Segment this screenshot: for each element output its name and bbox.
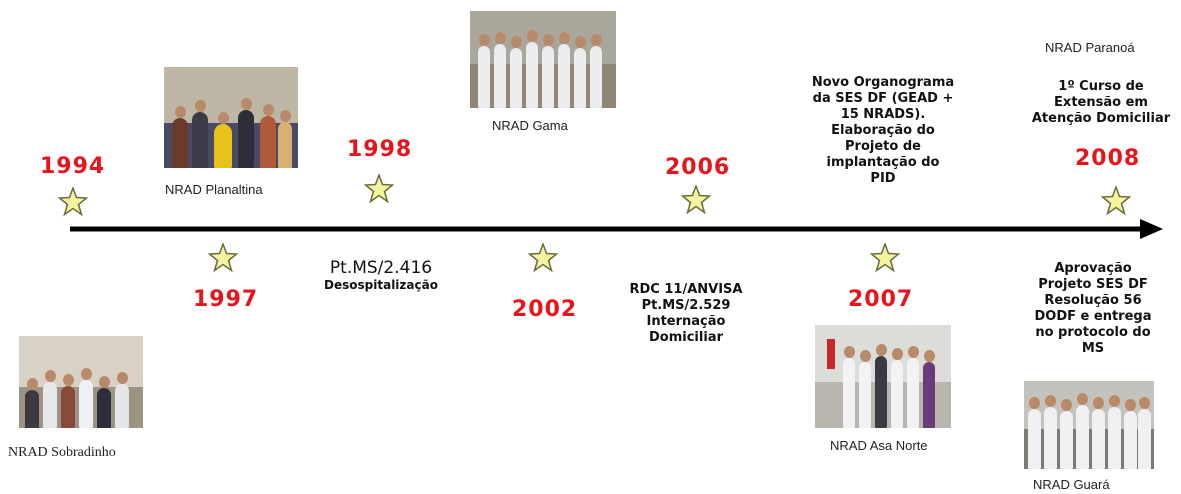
photo-nrad-planaltina: [164, 67, 298, 168]
caption-nrad-asa-norte: NRAD Asa Norte: [830, 438, 928, 453]
star-icon: [681, 185, 711, 215]
star-icon: [208, 243, 238, 273]
photo-nrad-asa-norte: [815, 325, 951, 428]
desc-2008-bottom-line: Resolução 56: [1044, 293, 1142, 308]
desc-2002-line: Internação: [646, 314, 726, 329]
desc-2007-line: da SES DF (GEAD +: [812, 91, 954, 106]
desc-2008-bottom-line: no protocolo do: [1035, 325, 1151, 340]
desc-2007-line: 15 NRADS).: [840, 107, 926, 122]
desc-2008-bottom-line: Aprovação: [1054, 261, 1132, 276]
caption-nrad-guara: NRAD Guará: [1033, 477, 1110, 492]
desc-2007-line: implantação do: [826, 155, 940, 170]
desc-2007-line: Novo Organograma: [811, 75, 955, 90]
star-icon: [364, 174, 394, 204]
year-2008: 2008: [1075, 146, 1141, 171]
portaria-1998-title: Pt.MS/2.416: [329, 258, 433, 278]
star-icon: [528, 243, 558, 273]
desc-2002-line: Pt.MS/2.529: [641, 298, 731, 313]
year-1997: 1997: [193, 287, 259, 312]
photo-nrad-sobradinho: [19, 336, 143, 428]
star-icon: [870, 243, 900, 273]
photo-nrad-guara: [1024, 381, 1154, 469]
desc-2007: Novo Organograma da SES DF (GEAD + 15 NR…: [788, 75, 978, 187]
desc-2007-line: Projeto de: [845, 139, 921, 154]
desc-2008-bottom-line: DODF e entrega: [1034, 309, 1152, 324]
desc-2007-line: PID: [870, 171, 896, 186]
desc-2008-top-line: 1º Curso de: [1058, 79, 1144, 94]
desc-2002-line: Domiciliar: [649, 330, 723, 345]
desc-2008-top-line: Atenção Domiciliar: [1031, 111, 1171, 126]
desc-2002-line: RDC 11/ANVISA: [629, 282, 743, 297]
caption-nrad-paranoa: NRAD Paranoá: [1045, 40, 1135, 55]
year-2002: 2002: [512, 297, 578, 322]
desc-2007-line: Elaboração do: [831, 123, 935, 138]
desc-2008-top-line: Extensão em: [1054, 95, 1148, 110]
desc-2002: RDC 11/ANVISA Pt.MS/2.529 Internação Dom…: [606, 282, 766, 346]
year-1994: 1994: [40, 154, 106, 179]
star-icon: [58, 187, 88, 217]
year-2007: 2007: [848, 287, 914, 312]
desc-2008-bottom: Aprovação Projeto SES DF Resolução 56 DO…: [1018, 261, 1168, 357]
star-icon: [1101, 186, 1131, 216]
portaria-1998: Pt.MS/2.416 Desospitalização: [296, 258, 466, 293]
desc-2008-bottom-line: Projeto SES DF: [1038, 277, 1148, 292]
desc-2008-bottom-line: MS: [1081, 341, 1105, 356]
caption-nrad-sobradinho: NRAD Sobradinho: [8, 445, 116, 460]
caption-nrad-gama: NRAD Gama: [492, 118, 568, 133]
portaria-1998-sub: Desospitalização: [324, 278, 438, 292]
year-2006: 2006: [665, 155, 731, 180]
photo-nrad-gama: [470, 11, 616, 108]
desc-2008-top: 1º Curso de Extensão em Atenção Domicili…: [1022, 79, 1180, 127]
caption-nrad-planaltina: NRAD Planaltina: [165, 182, 263, 197]
year-1998: 1998: [347, 137, 413, 162]
